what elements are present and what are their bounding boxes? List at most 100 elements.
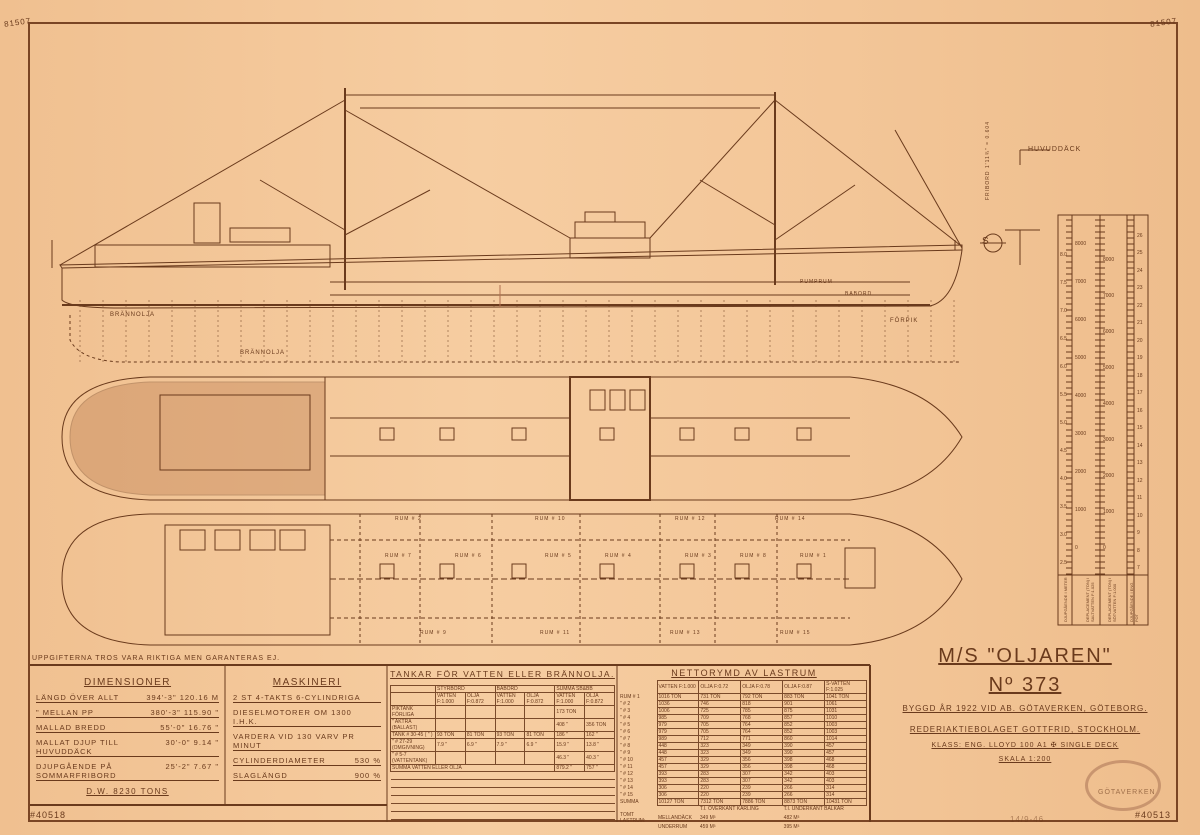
spec-label: LÄNGD ÖVER ALLT bbox=[36, 693, 120, 702]
dimensions-title: DIMENSIONER bbox=[83, 677, 172, 688]
cabin bbox=[249, 529, 276, 551]
cell: 390 bbox=[782, 749, 826, 757]
row-label bbox=[619, 824, 657, 830]
scale-label: 12 bbox=[1137, 477, 1143, 484]
spec-value: 530 % bbox=[354, 756, 381, 765]
scale-footer: DJUPGÅENDE I METER bbox=[1063, 577, 1068, 622]
cell bbox=[524, 705, 556, 719]
scale-label: 23 bbox=[1137, 285, 1143, 291]
ship-number: Nº 373 bbox=[988, 674, 1062, 696]
cell: 323 bbox=[698, 742, 742, 750]
scale-label: 22 bbox=[1137, 302, 1143, 309]
spec-label: SLAGLÄNGD bbox=[233, 771, 288, 780]
cabin bbox=[589, 389, 606, 411]
spec-label: DIESELMOTORER OM 1300 I.H.K. bbox=[233, 708, 352, 726]
cell: 979 bbox=[656, 721, 700, 729]
row-label: " # 4 bbox=[620, 715, 631, 721]
scale-label: 2.5 bbox=[1060, 560, 1067, 566]
cell: 6.9 " bbox=[524, 738, 556, 752]
row-label: " # 6 bbox=[620, 729, 631, 735]
row-label: " # 7 bbox=[620, 736, 631, 742]
scale-label: 19 bbox=[1137, 355, 1143, 361]
cell: 746 bbox=[698, 700, 742, 708]
cell bbox=[435, 718, 466, 732]
scale-label: 24 bbox=[1137, 267, 1143, 274]
corner-mark: #40518 bbox=[30, 810, 67, 820]
cell: 792 TON bbox=[740, 693, 784, 701]
row-label: TANK # 30-45 ( " ) bbox=[390, 731, 436, 739]
cell: 901 bbox=[782, 700, 826, 708]
machinery-panel: MASKINERI 2 ST 4-TAKTS 6-CYLINDRIGA DIESE… bbox=[227, 667, 387, 781]
spec-value: 380'-3" 115.90 " bbox=[150, 708, 219, 717]
cell: 390 bbox=[782, 742, 826, 750]
tanks-title: TANKAR FÖR VATTEN ELLER BRÄNNOLJA. bbox=[390, 669, 615, 679]
cell: 10431 TON bbox=[824, 798, 867, 806]
deck-hatch bbox=[679, 427, 695, 441]
row-label: " # 5-7 (VATTENTANK) bbox=[390, 751, 436, 765]
row-label: " # 8 bbox=[620, 743, 631, 749]
cell: 329 bbox=[698, 756, 742, 764]
cell: 457 bbox=[824, 749, 867, 757]
cell: 81 TON bbox=[524, 731, 556, 739]
hull-profile bbox=[59, 244, 963, 309]
hold-hatch bbox=[734, 563, 750, 579]
table-row: " # 5-7 (VATTENTANK)46.3 "40.3 " bbox=[390, 751, 615, 765]
owner-info: REDERIAKTIEBOLAGET GOTTFRID, STOCKHOLM. bbox=[909, 725, 1141, 734]
cell: 239 bbox=[740, 791, 784, 799]
cell: 403 bbox=[824, 770, 867, 778]
ship-name: M/S "OLJAREN" bbox=[938, 645, 1112, 667]
scale-label: 1000 bbox=[1103, 509, 1115, 515]
scale-label: 8000 bbox=[1075, 241, 1087, 247]
cell: 342 bbox=[782, 770, 826, 778]
built-info: BYGGD ÅR 1922 VID AB. GÖTAVERKEN, GÖTEBO… bbox=[902, 704, 1148, 713]
column-header: OLJA F:0.78 bbox=[740, 680, 784, 694]
cell: 785 bbox=[740, 707, 784, 715]
scale-label: 0 bbox=[1103, 545, 1106, 551]
spec-row: 2 ST 4-TAKTS 6-CYLINDRIGA bbox=[233, 693, 381, 703]
spec-label: MALLAT DJUP TILL HUVUDDÄCK bbox=[36, 738, 119, 756]
cell: 329 bbox=[698, 763, 742, 771]
spec-value: 30'-0" 9.14 " bbox=[165, 738, 219, 747]
hold-hatch bbox=[379, 563, 395, 579]
scale-label: 7000 bbox=[1075, 279, 1087, 285]
hold-hatch bbox=[439, 563, 455, 579]
column-group: SUMMA SB&BB bbox=[554, 685, 615, 693]
cell: 7.9 " bbox=[435, 738, 466, 752]
hold-hatch bbox=[679, 563, 695, 579]
fuel-label: BRÄNNOLJA bbox=[110, 312, 156, 318]
cell: 349 bbox=[740, 742, 784, 750]
cell: 283 bbox=[698, 770, 742, 778]
deck-hatch bbox=[796, 427, 812, 441]
cell: 356 bbox=[740, 756, 784, 764]
cell: 403 bbox=[824, 777, 867, 785]
cell: 457 bbox=[824, 742, 867, 750]
spec-label: " MELLAN PP bbox=[36, 708, 94, 717]
scale-label: 6.5 bbox=[1060, 336, 1067, 342]
scale-label: 6000 bbox=[1075, 317, 1087, 323]
cell: 985 bbox=[656, 714, 700, 722]
cell: 883 TON bbox=[782, 693, 826, 701]
scale-footer: DEPLACEMENT (TON) I SALTVATTEN F:1.025 bbox=[1085, 577, 1095, 622]
cell: 356 TON bbox=[584, 718, 615, 732]
cell: 393 bbox=[656, 777, 700, 785]
spec-label: DJUPGÅENDE PÅ SOMMARFRIBORD bbox=[36, 762, 117, 780]
scale-label: 17 bbox=[1137, 390, 1143, 396]
machinery-title: MASKINERI bbox=[272, 677, 342, 688]
cell: 46.3 " bbox=[554, 751, 586, 765]
row-label: " # 12 bbox=[620, 771, 633, 777]
cell: 306 bbox=[656, 784, 700, 792]
cell: 725 bbox=[698, 707, 742, 715]
cell: 81 TON bbox=[464, 731, 496, 739]
cell: 93 TON bbox=[494, 731, 526, 739]
cell: 1003 bbox=[824, 728, 867, 736]
row-label: RUM # 1 bbox=[620, 694, 640, 700]
scale-label: 3000 bbox=[1103, 437, 1115, 443]
scale-label: 5000 bbox=[1075, 355, 1087, 361]
cell: 705 bbox=[698, 728, 742, 736]
